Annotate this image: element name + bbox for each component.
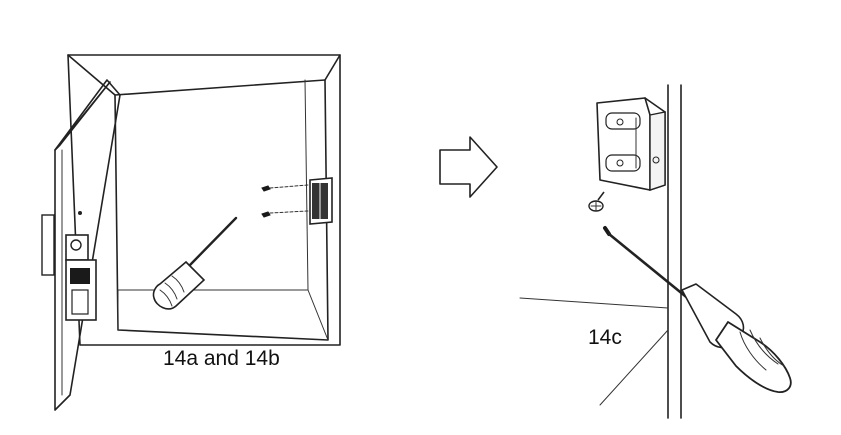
sensor-bracket-icon — [596, 97, 666, 191]
screwdriver-icon — [152, 216, 238, 310]
door-sensor-icon — [309, 177, 333, 225]
closeup-illustration — [519, 84, 792, 419]
screw-icon — [261, 184, 309, 218]
screw-icon — [588, 191, 605, 212]
cabinet-illustration — [41, 54, 341, 411]
door-lock-icon — [41, 211, 97, 321]
step-caption-14a-14b: 14a and 14b — [163, 347, 280, 370]
right-arrow-icon — [439, 136, 498, 198]
screwdriver-icon — [603, 226, 792, 393]
step-caption-14c: 14c — [588, 326, 622, 349]
